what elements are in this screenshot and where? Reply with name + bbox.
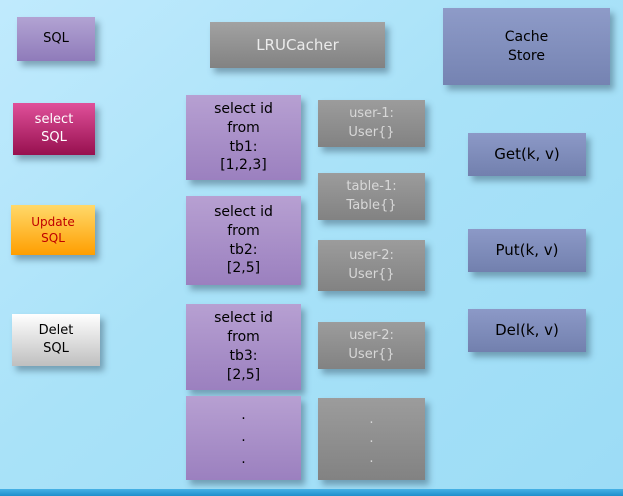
- put-operation-box: Put(k, v): [468, 229, 586, 272]
- query-tb1-box: select id from tb1: [1,2,3]: [186, 95, 301, 180]
- select-sql-box: select SQL: [13, 103, 95, 155]
- bottom-edge-strip: [0, 489, 623, 496]
- query-tb2-box: select id from tb2: [2,5]: [186, 196, 301, 285]
- update-sql-box: Update SQL: [11, 205, 95, 255]
- cache-entry-user1-box: user-1: User{}: [318, 100, 425, 147]
- cache-store-box: Cache Store: [443, 8, 610, 85]
- cache-entry-table1-box: table-1: Table{}: [318, 173, 425, 220]
- del-operation-box: Del(k, v): [468, 309, 586, 352]
- lru-cacher-box: LRUCacher: [210, 22, 385, 68]
- query-ellipsis-box: . . .: [186, 396, 301, 480]
- cache-entry-user2-box: user-2: User{}: [318, 240, 425, 291]
- query-tb3-box: select id from tb3: [2,5]: [186, 304, 301, 390]
- delete-sql-box: Delet SQL: [12, 314, 100, 366]
- cache-entry-user2b-box: user-2: User{}: [318, 322, 425, 369]
- get-operation-box: Get(k, v): [468, 133, 586, 176]
- sql-box: SQL: [17, 17, 95, 61]
- cache-entry-ellipsis-box: . . .: [318, 398, 425, 480]
